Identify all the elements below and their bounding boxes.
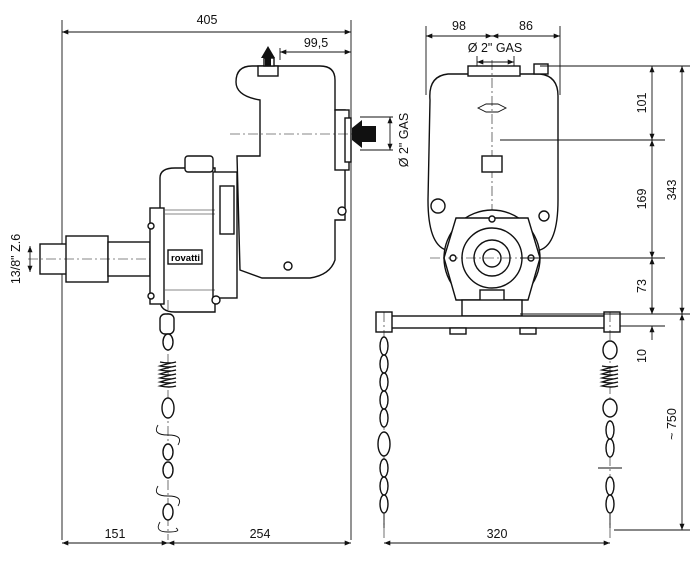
dim-98: 98	[452, 19, 466, 33]
dim-750: ~ 750	[665, 408, 679, 440]
front-view	[375, 26, 690, 546]
dim-inlet-top: Ø 2" GAS	[468, 41, 522, 55]
dim-10: 10	[635, 349, 649, 363]
dim-86: 86	[519, 19, 533, 33]
dim-405: 405	[197, 13, 218, 27]
dim-101: 101	[635, 93, 649, 114]
dim-73: 73	[635, 279, 649, 293]
brand-plate: rovatti	[171, 253, 200, 264]
dim-254: 254	[250, 527, 271, 541]
dim-343: 343	[665, 180, 679, 201]
dim-169: 169	[635, 189, 649, 210]
dim-99-5: 99,5	[304, 36, 328, 50]
side-view: rovatti	[27, 20, 393, 546]
dim-inlet-side: Ø 2" GAS	[397, 113, 411, 167]
dim-shaft: 13/8" Z.6	[9, 234, 23, 284]
dim-320: 320	[487, 527, 508, 541]
dim-151: 151	[105, 527, 126, 541]
